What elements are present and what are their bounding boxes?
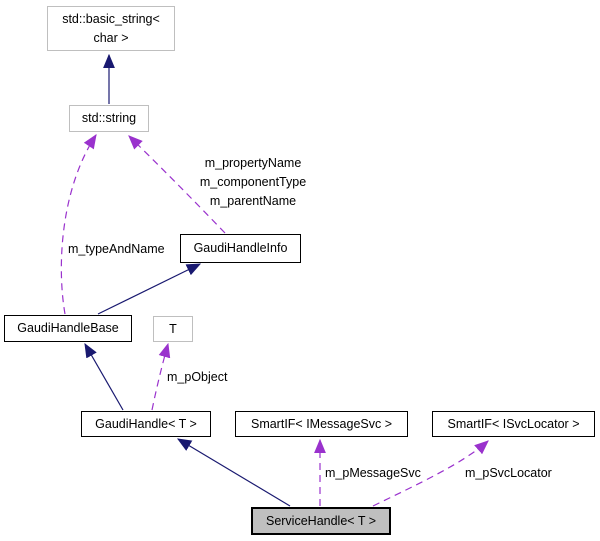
edge-label-m-typeandname: m_typeAndName: [68, 242, 165, 256]
edge-label-m-parentname: m_parentName: [209, 194, 297, 208]
node-std-basic-string-label-line1: std::basic_string<: [62, 11, 160, 26]
edge-gaudihandle-to-t-usage: [151, 342, 171, 411]
node-gaudi-handle-base-label: GaudiHandleBase: [17, 321, 119, 335]
edge-label-m-propertyname: m_propertyName: [204, 156, 302, 170]
node-gaudi-handle-info-label: GaudiHandleInfo: [193, 241, 288, 255]
edge-label-member-group: m_propertyName m_componentType m_parentN…: [183, 154, 323, 211]
node-smartif-isvclocator-label: SmartIF< ISvcLocator >: [447, 416, 580, 431]
node-std-string: std::string: [69, 105, 149, 132]
node-t-parameter-label: T: [169, 321, 177, 336]
edge-servicehandle-to-gaudihandle-inheritance: [176, 438, 291, 507]
node-t-parameter: T: [153, 316, 193, 342]
node-gaudi-handle[interactable]: GaudiHandle< T >: [81, 411, 211, 437]
edge-label-m-pobject: m_pObject: [167, 370, 228, 384]
node-gaudi-handle-info[interactable]: GaudiHandleInfo: [180, 234, 301, 263]
edge-handlebase-to-handleinfo-inheritance: [97, 263, 202, 315]
edge-servicehandle-to-isvclocator-usage: [372, 440, 489, 507]
node-gaudi-handle-label: GaudiHandle< T >: [95, 416, 197, 431]
edge-label-m-psvclocator: m_pSvcLocator: [465, 466, 552, 480]
node-service-handle-label: ServiceHandle< T >: [265, 513, 377, 528]
node-std-basic-string-label-line2: char >: [93, 30, 129, 45]
edge-label-m-pmessagesvc: m_pMessageSvc: [325, 466, 421, 480]
node-service-handle-selected: ServiceHandle< T >: [251, 507, 391, 535]
node-std-string-label: std::string: [81, 111, 137, 125]
node-smartif-imessagesvc[interactable]: SmartIF< IMessageSvc >: [235, 411, 408, 437]
edge-label-m-componenttype: m_componentType: [199, 175, 307, 189]
edge-handlebase-to-stdstring-usage: [60, 133, 97, 315]
node-std-basic-string: std::basic_string< char >: [47, 6, 175, 51]
node-gaudi-handle-base[interactable]: GaudiHandleBase: [4, 315, 132, 342]
edge-gaudihandle-to-handlebase-inheritance: [84, 342, 124, 411]
node-smartif-imessagesvc-label: SmartIF< IMessageSvc >: [250, 416, 393, 431]
edge-handleinfo-to-stdstring-usage: [128, 135, 226, 234]
node-smartif-isvclocator[interactable]: SmartIF< ISvcLocator >: [432, 411, 595, 437]
